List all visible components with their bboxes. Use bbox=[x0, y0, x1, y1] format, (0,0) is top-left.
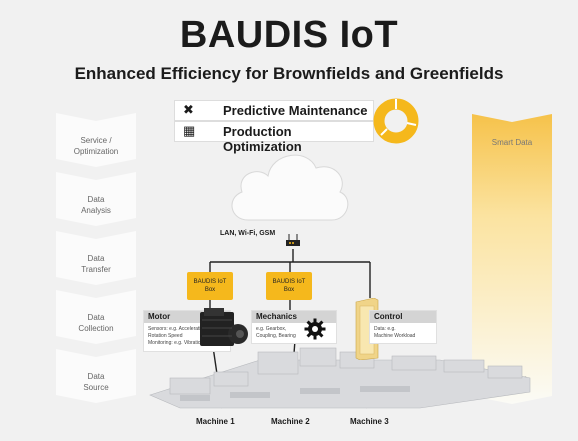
stage-label-line2: Analysis bbox=[81, 206, 111, 215]
stage-label-line1: Data bbox=[87, 195, 105, 204]
stage-label-line1: Service / bbox=[80, 136, 112, 145]
card-title: Mechanics bbox=[256, 312, 297, 321]
cloud-icon bbox=[224, 138, 354, 230]
stage-data-collection: Data Collection bbox=[56, 290, 136, 344]
service-predictive-maintenance: ✖ Predictive Maintenance bbox=[174, 100, 374, 121]
machine-3-label: Machine 3 bbox=[350, 417, 389, 426]
service-production-optimization: ▦ Production Optimization bbox=[174, 121, 374, 154]
card-detail: e.g. Gearbox, bbox=[256, 326, 287, 332]
card-detail: Coupling, Bearing bbox=[256, 333, 296, 339]
card-detail: Rotation Speed bbox=[148, 333, 183, 339]
stage-service-optimization: Service / Optimization bbox=[56, 113, 136, 167]
stage-data-transfer: Data Transfer bbox=[56, 231, 136, 285]
data-gradient-bar bbox=[472, 114, 552, 404]
router-icon bbox=[284, 231, 302, 249]
machine-1-label: Machine 1 bbox=[196, 417, 235, 426]
card-title: Control bbox=[374, 312, 403, 321]
stage-label-line1: Data bbox=[87, 313, 105, 322]
card-detail: Machine Workload bbox=[374, 333, 416, 339]
cycle-icon bbox=[372, 97, 420, 145]
iot-box-line2: Box bbox=[204, 287, 216, 293]
stage-label-line2: Transfer bbox=[81, 265, 111, 274]
tools-icon: ✖ bbox=[183, 102, 194, 117]
card-detail: Sensors: e.g. Acceleration, bbox=[148, 326, 208, 332]
card-title: Motor bbox=[148, 312, 171, 321]
card-detail: Monitoring: e.g. Vibration bbox=[148, 340, 204, 346]
service-label: Predictive Maintenance bbox=[223, 103, 368, 118]
stage-label-line2: Source bbox=[83, 383, 109, 392]
stage-data-analysis: Data Analysis bbox=[56, 172, 136, 226]
service-label: Production Optimization bbox=[223, 124, 302, 154]
stage-label-line2: Optimization bbox=[73, 147, 119, 156]
stage-label-line2: Collection bbox=[78, 324, 114, 333]
motor-icon bbox=[196, 304, 250, 356]
iot-box-line1: BAUDIS IoT bbox=[272, 279, 306, 285]
iot-box-line1: BAUDIS IoT bbox=[193, 279, 227, 285]
card-detail: Data: e.g. bbox=[374, 326, 396, 332]
page-title: BAUDIS IoT bbox=[179, 14, 399, 56]
iot-box-line2: Box bbox=[283, 287, 295, 293]
gear-icon bbox=[304, 318, 326, 340]
dashboard-icon: ▦ bbox=[183, 123, 196, 138]
page-subtitle: Enhanced Efficiency for Brownfields and … bbox=[74, 64, 504, 83]
network-label: LAN, Wi-Fi, GSM bbox=[220, 230, 276, 237]
control-card: Control Data: e.g. Machine Workload bbox=[369, 310, 437, 344]
stage-label-line1: Data bbox=[87, 254, 105, 263]
machine-2-label: Machine 2 bbox=[271, 417, 310, 426]
stage-label-line1: Data bbox=[87, 372, 105, 381]
iot-box-2: BAUDIS IoT Box bbox=[266, 272, 312, 300]
stage-data-source: Data Source bbox=[56, 349, 136, 403]
iot-box-1: BAUDIS IoT Box bbox=[187, 272, 233, 300]
mechanics-card: Mechanics e.g. Gearbox, Coupling, Bearin… bbox=[251, 310, 337, 344]
smart-data-label: Smart Data bbox=[491, 138, 533, 147]
